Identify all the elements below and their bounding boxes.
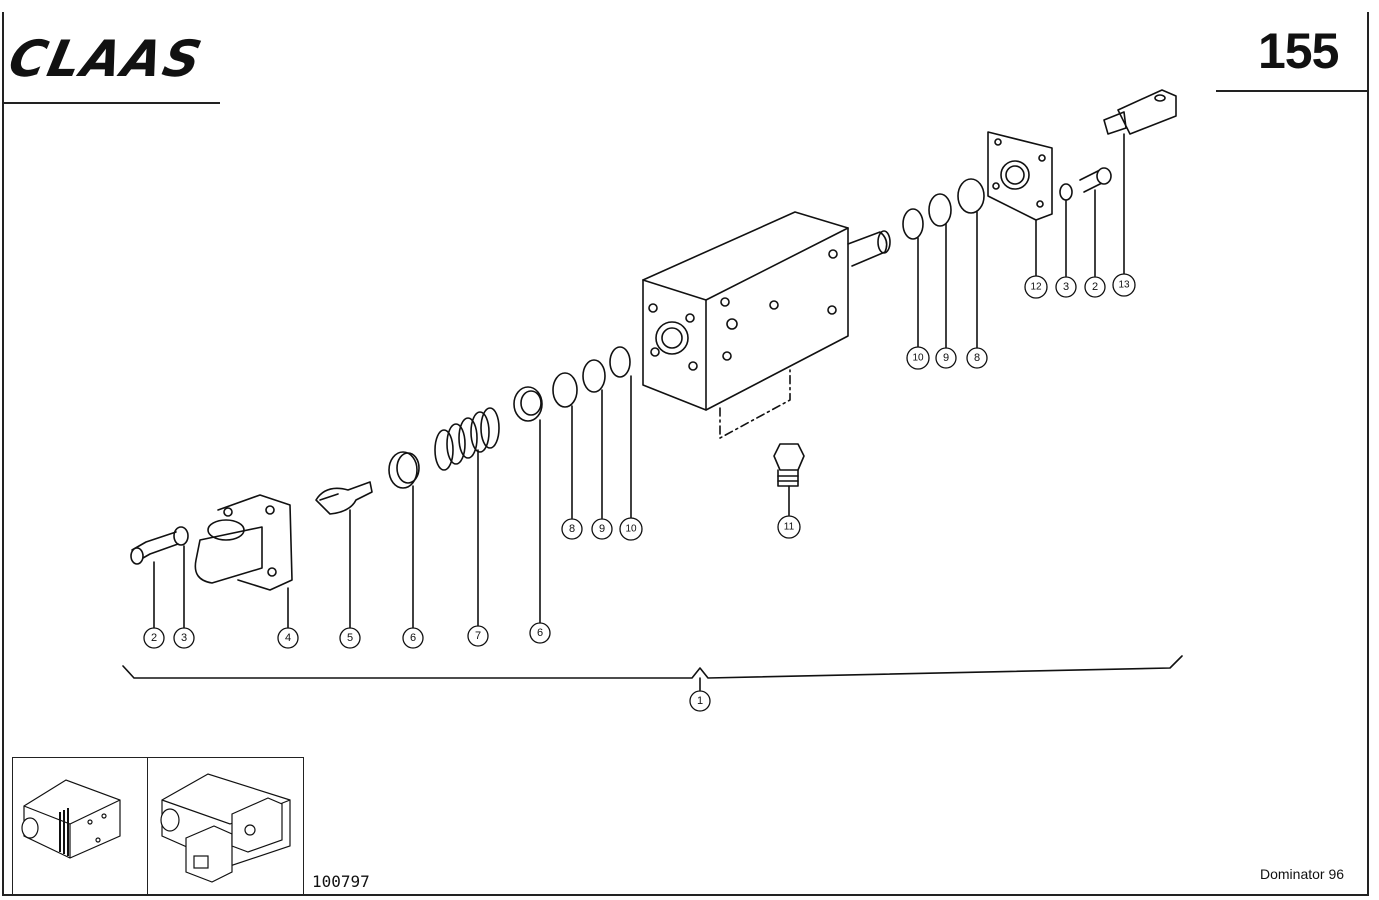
callout-circle-6-left — [402, 627, 424, 649]
callout-7: 7 — [475, 630, 481, 642]
callout-8-left: 8 — [569, 523, 575, 535]
callout-10-left: 10 — [625, 524, 637, 535]
model-label: Dominator 96 — [1260, 866, 1345, 882]
callout-circle-8-left — [561, 518, 583, 540]
thumbnail-frame — [12, 757, 304, 896]
callout-9-right: 9 — [943, 352, 949, 364]
ring-9-right — [928, 193, 952, 227]
callout-circle-12 — [1024, 275, 1048, 299]
callout-circle-4 — [277, 627, 299, 649]
callout-circle-1 — [689, 690, 711, 712]
header-rule-left — [2, 102, 220, 104]
ring-8-right — [957, 178, 985, 214]
thumbnail-assembly-large — [160, 773, 291, 883]
callout-circle-9-right — [935, 347, 957, 369]
bolt-2-right — [1079, 167, 1112, 193]
callout-13: 13 — [1118, 280, 1130, 291]
valve-body — [642, 211, 891, 439]
flange-plate-12 — [987, 131, 1053, 221]
callout-10-right: 10 — [912, 353, 924, 364]
callout-circle-6-right — [529, 622, 551, 644]
ring-9-left — [582, 359, 606, 393]
callout-circle-11 — [777, 515, 801, 539]
callout-11: 11 — [784, 522, 795, 533]
callout-5: 5 — [347, 632, 353, 644]
sleeve-6-left — [388, 451, 418, 489]
callout-circle-9-left — [591, 518, 613, 540]
sleeve-6-right — [513, 386, 543, 422]
callout-circle-7 — [467, 625, 489, 647]
callout-circle-2-left — [143, 627, 165, 649]
screw-5 — [315, 481, 373, 515]
callout-12: 12 — [1030, 282, 1042, 293]
callout-3-left: 3 — [181, 632, 187, 644]
assembly-bracket — [122, 655, 1183, 679]
callout-3-right: 3 — [1063, 281, 1069, 293]
callout-circle-13 — [1112, 273, 1136, 297]
callout-2-right: 2 — [1092, 281, 1098, 293]
clevis-13 — [1103, 89, 1177, 135]
thumbnail-divider — [147, 757, 148, 896]
drawing-number: 100797 — [312, 872, 370, 891]
ring-10-left — [609, 346, 631, 378]
bolt-2-left — [130, 531, 179, 565]
callout-2-left: 2 — [151, 632, 157, 644]
callout-circle-2-right — [1084, 276, 1106, 298]
page-number: 155 — [1258, 23, 1339, 79]
callout-8-right: 8 — [974, 352, 980, 364]
fitting-11 — [773, 443, 805, 516]
thumbnail-assembly-small — [21, 779, 121, 859]
callout-4: 4 — [285, 632, 291, 644]
callout-6-left: 6 — [410, 632, 416, 644]
page-frame — [2, 12, 1369, 896]
callout-circle-5 — [339, 627, 361, 649]
callout-1: 1 — [697, 695, 703, 707]
callout-6-right: 6 — [537, 627, 543, 639]
ring-8-left — [552, 372, 578, 408]
washer-3-right — [1059, 183, 1073, 201]
spring-7 — [434, 407, 500, 471]
callout-circle-3-left — [173, 627, 195, 649]
callout-circle-10-left — [619, 517, 643, 541]
callout-circle-3-right — [1055, 276, 1077, 298]
washer-3-left — [173, 526, 189, 546]
callout-9-left: 9 — [599, 523, 605, 535]
ring-10-right — [902, 208, 924, 240]
housing-4 — [194, 494, 293, 591]
callout-circle-10-right — [906, 346, 930, 370]
callout-circle-8-right — [966, 347, 988, 369]
header-rule-right — [1216, 90, 1369, 92]
